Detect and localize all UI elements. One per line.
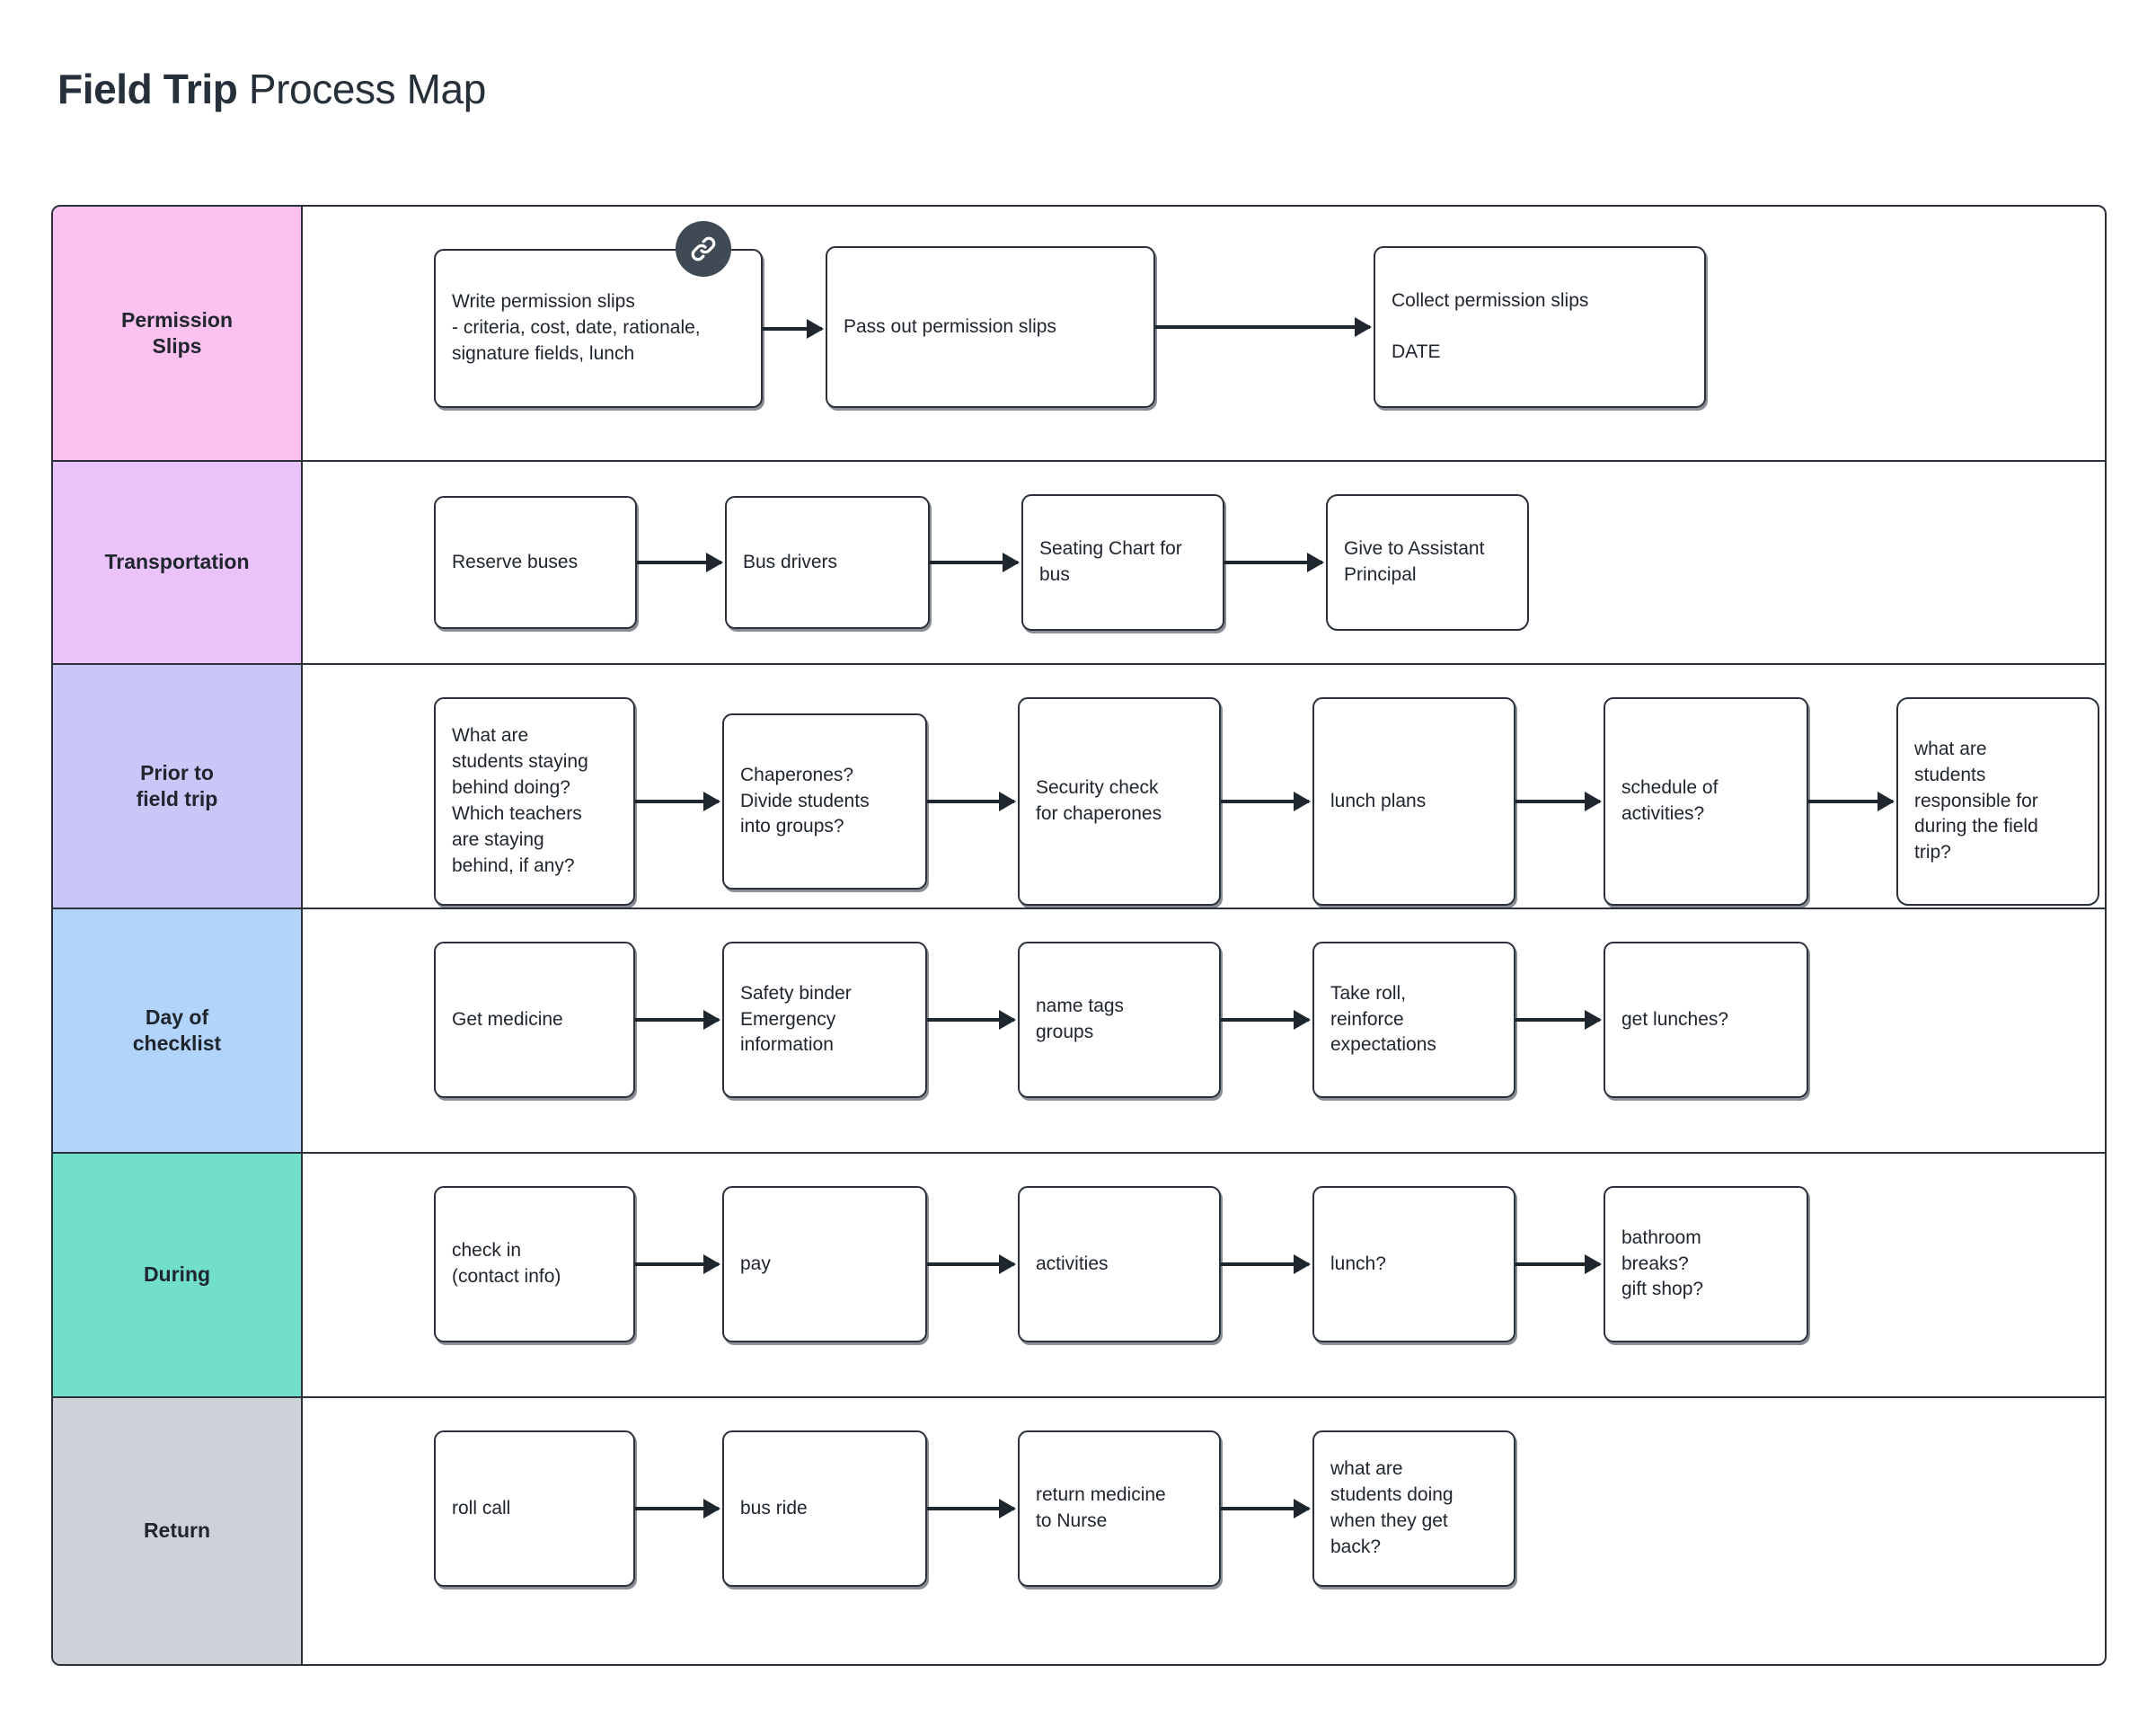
lane-label-permission-slips[interactable]: Permission Slips bbox=[53, 207, 303, 460]
flow-arrow bbox=[927, 1507, 1014, 1510]
swimlane-return: Return roll call bus ride return medicine t… bbox=[53, 1398, 2105, 1664]
flow-arrow bbox=[635, 800, 719, 803]
flow-arrow bbox=[1221, 1018, 1309, 1022]
process-node-label: Security check for chaperones bbox=[1036, 777, 1162, 824]
lane-body-permission-slips: Write permission slips - criteria, cost,… bbox=[303, 207, 2105, 460]
process-node-label: What are students staying behind doing? … bbox=[452, 725, 588, 876]
process-node[interactable]: what are students responsible for during… bbox=[1896, 697, 2099, 906]
process-node[interactable]: Bus drivers bbox=[725, 496, 930, 629]
process-node-label: pay bbox=[740, 1253, 771, 1274]
process-node[interactable]: get lunches? bbox=[1604, 942, 1808, 1098]
process-node[interactable]: lunch? bbox=[1312, 1186, 1515, 1342]
lane-label-transportation[interactable]: Transportation bbox=[53, 462, 303, 663]
process-node[interactable]: Take roll, reinforce expectations bbox=[1312, 942, 1515, 1098]
flow-arrow bbox=[930, 561, 1018, 564]
flow-arrow bbox=[927, 1018, 1014, 1022]
process-node[interactable]: bus ride bbox=[722, 1430, 927, 1587]
process-node[interactable]: activities bbox=[1018, 1186, 1221, 1342]
flow-arrow bbox=[927, 800, 1014, 803]
flow-arrow bbox=[1221, 1507, 1309, 1510]
process-node-label: bathroom breaks? gift shop? bbox=[1621, 1226, 1704, 1300]
process-node[interactable]: What are students staying behind doing? … bbox=[434, 697, 635, 906]
process-node[interactable]: Pass out permission slips bbox=[826, 246, 1155, 408]
process-node[interactable]: name tags groups bbox=[1018, 942, 1221, 1098]
process-node[interactable]: what are students doing when they get ba… bbox=[1312, 1430, 1515, 1587]
flow-arrow bbox=[635, 1018, 719, 1022]
flow-arrow bbox=[927, 1262, 1014, 1266]
process-node-label: Give to Assistant Principal bbox=[1344, 538, 1485, 585]
lane-label-day-of-checklist[interactable]: Day of checklist bbox=[53, 909, 303, 1152]
process-node[interactable]: pay bbox=[722, 1186, 927, 1342]
flow-arrow bbox=[635, 1262, 719, 1266]
process-node[interactable]: return medicine to Nurse bbox=[1018, 1430, 1221, 1587]
process-node[interactable]: bathroom breaks? gift shop? bbox=[1604, 1186, 1808, 1342]
process-node-label: Take roll, reinforce expectations bbox=[1330, 982, 1436, 1056]
process-node-label: Write permission slips - criteria, cost,… bbox=[452, 291, 701, 364]
process-node[interactable]: schedule of activities? bbox=[1604, 697, 1808, 906]
process-node-label: lunch? bbox=[1330, 1253, 1386, 1274]
lane-body-during: check in (contact info) pay activities lunc… bbox=[303, 1154, 2105, 1396]
flow-arrow bbox=[635, 1507, 719, 1510]
process-node-label: Safety binder Emergency information bbox=[740, 982, 852, 1056]
process-node-label: Reserve buses bbox=[452, 551, 579, 572]
process-node[interactable]: Collect permission slips DATE bbox=[1374, 246, 1706, 408]
process-node[interactable]: Chaperones? Divide students into groups? bbox=[722, 713, 927, 890]
flow-arrow bbox=[637, 561, 721, 564]
page-title: Field Trip Process Map bbox=[57, 65, 486, 114]
process-node-label: activities bbox=[1036, 1253, 1109, 1274]
flow-arrow bbox=[1221, 1262, 1309, 1266]
flow-arrow bbox=[1515, 800, 1600, 803]
flow-arrow bbox=[1224, 561, 1322, 564]
lane-body-day-of-checklist: Get medicine Safety binder Emergency info… bbox=[303, 909, 2105, 1152]
flow-arrow bbox=[1155, 325, 1370, 329]
process-node[interactable]: roll call bbox=[434, 1430, 635, 1587]
process-node-label: schedule of activities? bbox=[1621, 777, 1719, 824]
process-node[interactable]: Reserve buses bbox=[434, 496, 637, 629]
flow-arrow bbox=[1515, 1018, 1600, 1022]
process-node-label: check in (contact info) bbox=[452, 1240, 561, 1287]
process-node-label: Collect permission slips DATE bbox=[1392, 289, 1589, 363]
process-node[interactable]: lunch plans bbox=[1312, 697, 1515, 906]
process-node[interactable]: Security check for chaperones bbox=[1018, 697, 1221, 906]
process-node-label: lunch plans bbox=[1330, 790, 1427, 811]
flow-arrow bbox=[1808, 800, 1893, 803]
process-node[interactable]: Give to Assistant Principal bbox=[1326, 494, 1529, 631]
lane-label-during[interactable]: During bbox=[53, 1154, 303, 1396]
process-node[interactable]: Get medicine bbox=[434, 942, 635, 1098]
process-node-label: name tags groups bbox=[1036, 996, 1125, 1042]
process-node[interactable]: check in (contact info) bbox=[434, 1186, 635, 1342]
process-node-label: Pass out permission slips bbox=[844, 315, 1056, 337]
process-node-label: bus ride bbox=[740, 1497, 808, 1519]
lane-label-prior-to-field-trip[interactable]: Prior to field trip bbox=[53, 665, 303, 908]
lane-body-transportation: Reserve buses Bus drivers Seating Chart fo… bbox=[303, 462, 2105, 663]
page-title-bold: Field Trip bbox=[57, 66, 238, 112]
lane-label-return[interactable]: Return bbox=[53, 1398, 303, 1664]
flow-arrow bbox=[1221, 800, 1309, 803]
lane-body-return: roll call bus ride return medicine to Nurs… bbox=[303, 1398, 2105, 1664]
flow-arrow bbox=[763, 327, 822, 331]
process-node-label: what are students doing when they get ba… bbox=[1330, 1458, 1454, 1557]
process-node-label: get lunches? bbox=[1621, 1008, 1729, 1030]
lane-body-prior-to-field-trip: What are students staying behind doing? … bbox=[303, 665, 2105, 908]
swimlane-day-of-checklist: Day of checklist Get medicine Safety binde… bbox=[53, 909, 2105, 1154]
process-node-label: Get medicine bbox=[452, 1008, 563, 1030]
process-node-label: Bus drivers bbox=[743, 551, 838, 572]
process-node[interactable]: Safety binder Emergency information bbox=[722, 942, 927, 1098]
process-node-label: return medicine to Nurse bbox=[1036, 1484, 1166, 1531]
page-title-light: Process Map bbox=[237, 66, 486, 112]
swimlane-permission-slips: Permission Slips Write permission slips -… bbox=[53, 207, 2105, 462]
process-node-label: Chaperones? Divide students into groups? bbox=[740, 764, 870, 837]
flow-arrow bbox=[1515, 1262, 1600, 1266]
process-map-diagram: Permission Slips Write permission slips -… bbox=[51, 205, 2107, 1666]
process-node-label: what are students responsible for during… bbox=[1914, 738, 2038, 863]
process-node-label: roll call bbox=[452, 1497, 511, 1519]
swimlane-transportation: Transportation Reserve buses Bus drivers Se… bbox=[53, 462, 2105, 665]
link-icon[interactable] bbox=[676, 221, 731, 277]
swimlane-during: During check in (contact info) pay activiti… bbox=[53, 1154, 2105, 1398]
swimlane-prior-to-field-trip: Prior to field trip What are students sta… bbox=[53, 665, 2105, 909]
process-node[interactable]: Seating Chart for bus bbox=[1021, 494, 1224, 631]
process-node-label: Seating Chart for bus bbox=[1039, 538, 1182, 585]
